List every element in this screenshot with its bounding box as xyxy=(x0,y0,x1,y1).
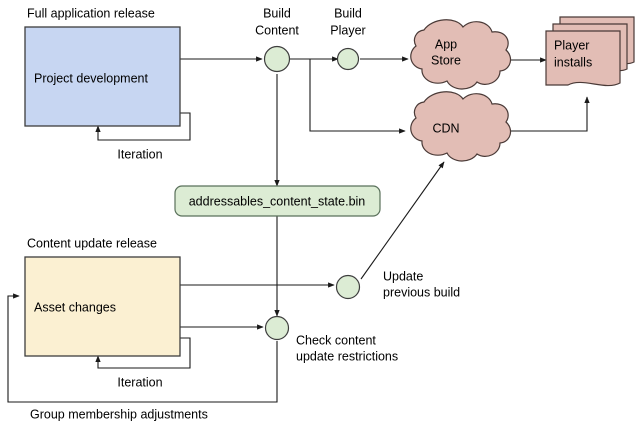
player-installs-label-line1: Player xyxy=(554,38,589,52)
build-content-label-line2: Content xyxy=(255,23,299,37)
iteration-bottom-label: Iteration xyxy=(117,375,162,389)
update-previous-build-label-line2: previous build xyxy=(383,285,460,299)
build-content-node[interactable] xyxy=(263,45,291,73)
build-content-label-line1: Build xyxy=(263,6,291,20)
update-previous-build-label-line1: Update xyxy=(383,269,423,283)
build-player-label-line2: Player xyxy=(330,23,365,37)
build-player-node[interactable] xyxy=(336,47,360,71)
edge-iteration-bottom xyxy=(95,337,191,369)
asset-changes-box[interactable] xyxy=(24,256,181,357)
edge-build-content-to-cdn xyxy=(309,59,406,134)
edge-cdn-to-player-installs xyxy=(501,96,590,132)
check-content-update-label-line2: update restrictions xyxy=(296,349,398,363)
update-previous-build-node[interactable] xyxy=(335,274,361,300)
cdn-label: CDN xyxy=(432,121,459,135)
player-installs-documents[interactable] xyxy=(545,16,635,87)
project-development-label: Project development xyxy=(34,71,148,85)
content-state-file-label: addressables_content_state.bin xyxy=(189,194,366,208)
edge-group-membership-adjustments xyxy=(7,293,278,403)
group-caption-content-update: Content update release xyxy=(27,236,157,250)
app-store-cloud[interactable] xyxy=(410,19,512,90)
group-membership-adjustments-label: Group membership adjustments xyxy=(30,407,208,421)
check-content-update-label-line1: Check content xyxy=(296,333,376,347)
app-store-label-line2: Store xyxy=(431,53,461,67)
content-state-file-pill[interactable] xyxy=(174,185,381,217)
edge-update-previous-to-cdn xyxy=(360,161,445,280)
player-installs-label-line2: installs xyxy=(554,55,592,69)
build-player-label-line1: Build xyxy=(334,6,362,20)
project-development-box[interactable] xyxy=(24,26,181,127)
group-caption-full-release: Full application release xyxy=(27,6,155,20)
asset-changes-label: Asset changes xyxy=(34,300,116,314)
check-content-update-node[interactable] xyxy=(264,315,290,341)
app-store-label-line1: App xyxy=(435,37,457,51)
iteration-top-label: Iteration xyxy=(117,147,162,161)
edge-iteration-top xyxy=(95,112,191,141)
cdn-cloud[interactable] xyxy=(410,91,512,162)
